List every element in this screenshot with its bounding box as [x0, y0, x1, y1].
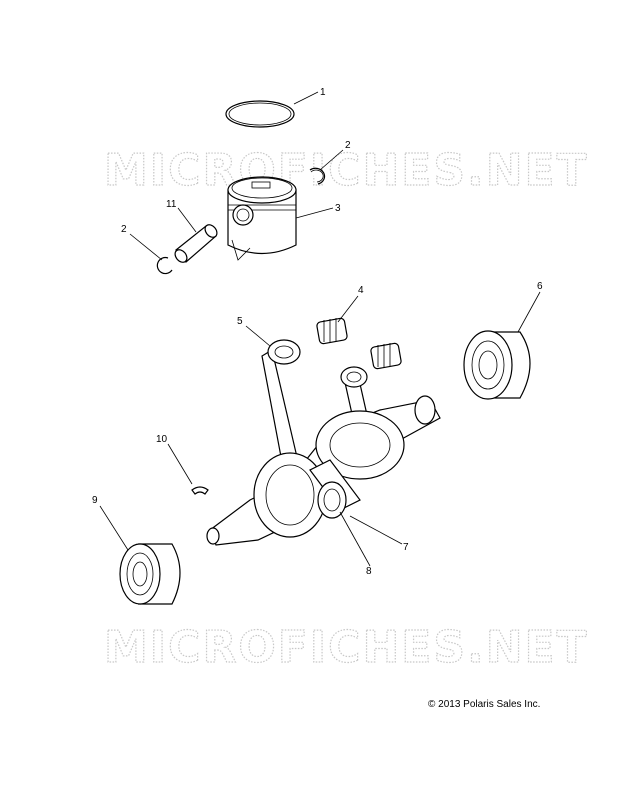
- leader-line-11: [177, 207, 197, 233]
- leader-line-9: [99, 505, 129, 551]
- leader-line-2-upper: [319, 149, 344, 171]
- copyright-notice: © 2013 Polaris Sales Inc.: [428, 699, 541, 710]
- needle-bearing-part-4[interactable]: [316, 317, 402, 370]
- callout-11[interactable]: 11: [166, 199, 177, 210]
- leader-line-2-lower: [129, 233, 163, 261]
- leader-line-10: [167, 443, 193, 485]
- leader-line-7: [349, 515, 403, 545]
- main-bearing-part-9[interactable]: [119, 543, 181, 605]
- callout-10[interactable]: 10: [156, 434, 168, 445]
- crankshaft-seal-part-8[interactable]: [317, 481, 347, 519]
- crankshaft-part-7[interactable]: [206, 395, 441, 546]
- leader-line-6: [517, 291, 541, 333]
- callout-6[interactable]: 6: [537, 281, 543, 292]
- main-bearing-part-6[interactable]: [463, 330, 531, 400]
- leader-line-1: [293, 91, 319, 105]
- wrist-pin-part-11[interactable]: [173, 222, 220, 264]
- piston-part-3[interactable]: [227, 176, 297, 261]
- callout-2-lower[interactable]: 2: [121, 224, 127, 235]
- leader-line-4: [337, 295, 359, 323]
- callout-7[interactable]: 7: [403, 542, 409, 553]
- leader-line-8: [339, 511, 371, 567]
- circlip-part-2-upper[interactable]: [309, 167, 326, 185]
- woodruff-key-part-10[interactable]: [191, 486, 209, 495]
- callout-9[interactable]: 9: [92, 495, 98, 506]
- callout-2-upper[interactable]: 2: [345, 140, 351, 151]
- callout-8[interactable]: 8: [366, 566, 372, 577]
- leader-line-5: [245, 325, 271, 347]
- piston-ring-part-1[interactable]: [225, 100, 295, 128]
- circlip-part-2-lower[interactable]: [156, 256, 173, 275]
- watermark-bottom: MICROFICHES.NET: [104, 622, 589, 673]
- watermark-top: MICROFICHES.NET: [104, 145, 589, 196]
- leader-line-3: [295, 207, 334, 219]
- callout-5[interactable]: 5: [237, 316, 243, 327]
- callout-1[interactable]: 1: [320, 87, 326, 98]
- callout-4[interactable]: 4: [358, 285, 364, 296]
- callout-3[interactable]: 3: [335, 203, 341, 214]
